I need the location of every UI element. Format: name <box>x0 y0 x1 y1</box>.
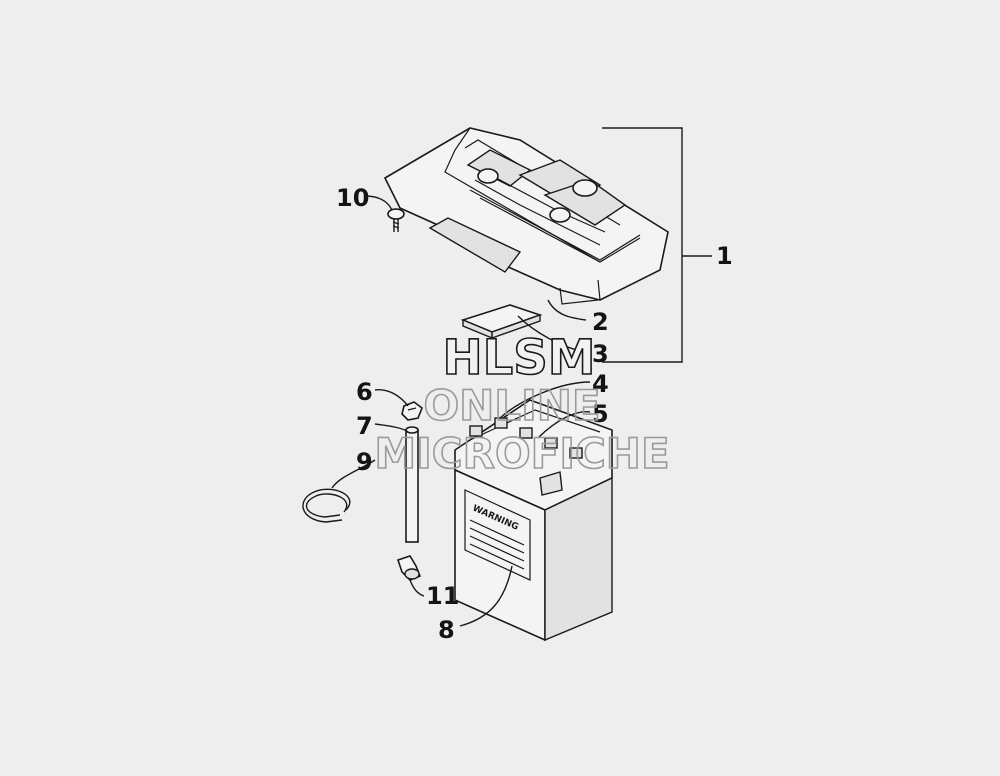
callout-1: 1 <box>716 242 733 270</box>
vent-tube <box>405 426 419 543</box>
watermark-line-3: MICROFICHE <box>374 429 669 478</box>
callout-9: 9 <box>356 448 373 476</box>
band <box>302 488 351 523</box>
callout-5: 5 <box>592 400 609 428</box>
callout-7: 7 <box>356 412 373 440</box>
watermark-line-1: HLSM <box>442 330 595 386</box>
callout-numbers: 1 2 3 4 5 6 7 8 9 10 11 <box>336 184 733 644</box>
callout-6: 6 <box>356 378 373 406</box>
callout-11: 11 <box>426 582 459 610</box>
clamp <box>396 555 422 581</box>
callout-8: 8 <box>438 616 455 644</box>
callout-10: 10 <box>336 184 369 212</box>
nut <box>401 401 423 421</box>
watermark: HLSM ONLINE MICROFICHE <box>374 329 671 479</box>
watermark-line-2: ONLINE <box>423 381 600 430</box>
leader-lines <box>331 127 712 627</box>
tool-tray <box>383 127 669 305</box>
battery: WARNING <box>454 399 613 642</box>
screw <box>387 208 405 232</box>
callout-2: 2 <box>592 308 609 336</box>
callout-3: 3 <box>592 340 609 368</box>
callout-4: 4 <box>592 370 609 398</box>
